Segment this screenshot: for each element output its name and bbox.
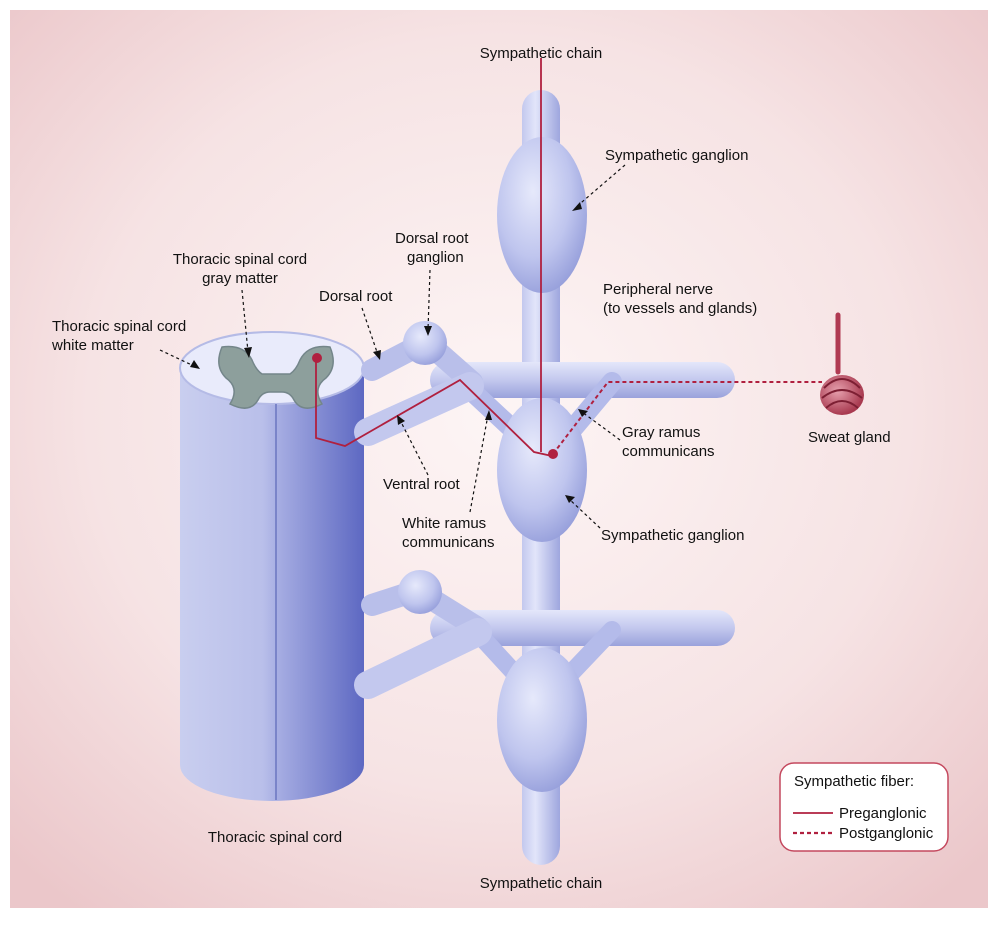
sympathetic-ganglion-bottom xyxy=(497,648,587,792)
gray-matter xyxy=(218,345,334,409)
label-sweat-gland: Sweat gland xyxy=(808,429,891,446)
label-sympathetic-chain-bottom: Sympathetic chain xyxy=(480,875,603,892)
label-gray-matter-2: gray matter xyxy=(202,270,278,287)
label-sympathetic-ganglion-mid: Sympathetic ganglion xyxy=(601,527,744,544)
postganglionic-fiber xyxy=(548,381,822,459)
ventral-root-upper xyxy=(354,372,484,446)
legend-preganglionic-label: Preganglonic xyxy=(839,805,927,822)
label-dorsal-root-ganglion-2: ganglion xyxy=(407,249,464,266)
label-white-matter-2: white matter xyxy=(51,337,134,354)
sympathetic-ganglion-middle xyxy=(497,398,587,542)
label-peripheral-nerve-2: (to vessels and glands) xyxy=(603,300,757,317)
thoracic-spinal-cord xyxy=(179,331,365,801)
peripheral-nerve-lower xyxy=(430,610,735,646)
label-white-ramus-1: White ramus xyxy=(402,515,486,532)
label-gray-ramus-2: communicans xyxy=(622,443,715,460)
label-peripheral-nerve-1: Peripheral nerve xyxy=(603,281,713,298)
peripheral-nerve-upper xyxy=(430,362,735,398)
label-sympathetic-chain-top: Sympathetic chain xyxy=(480,45,603,62)
label-dorsal-root-ganglion-1: Dorsal root xyxy=(395,230,469,247)
legend-postganglionic-label: Postganglonic xyxy=(839,825,934,842)
legend-title: Sympathetic fiber: xyxy=(794,773,914,790)
sweat-gland xyxy=(820,312,864,415)
label-sympathetic-ganglion-top: Sympathetic ganglion xyxy=(605,147,748,164)
legend: Sympathetic fiber: Preganglonic Postgang… xyxy=(779,762,949,852)
leader-lines xyxy=(159,164,626,529)
ventral-root-lower xyxy=(354,618,492,699)
leader-arrowheads xyxy=(190,202,588,503)
label-ventral-root: Ventral root xyxy=(383,476,461,493)
label-gray-matter-1: Thoracic spinal cord xyxy=(173,251,307,268)
label-dorsal-root: Dorsal root xyxy=(319,288,393,305)
label-white-ramus-2: communicans xyxy=(402,534,495,551)
legend-box xyxy=(779,762,949,852)
label-gray-ramus-1: Gray ramus xyxy=(622,424,700,441)
label-white-matter-1: Thoracic spinal cord xyxy=(52,318,186,335)
label-thoracic-spinal-cord: Thoracic spinal cord xyxy=(208,829,342,846)
sympathetic-ganglion-top xyxy=(497,137,587,293)
preganglionic-fiber xyxy=(312,58,553,457)
dorsal-root-lower xyxy=(361,570,489,639)
